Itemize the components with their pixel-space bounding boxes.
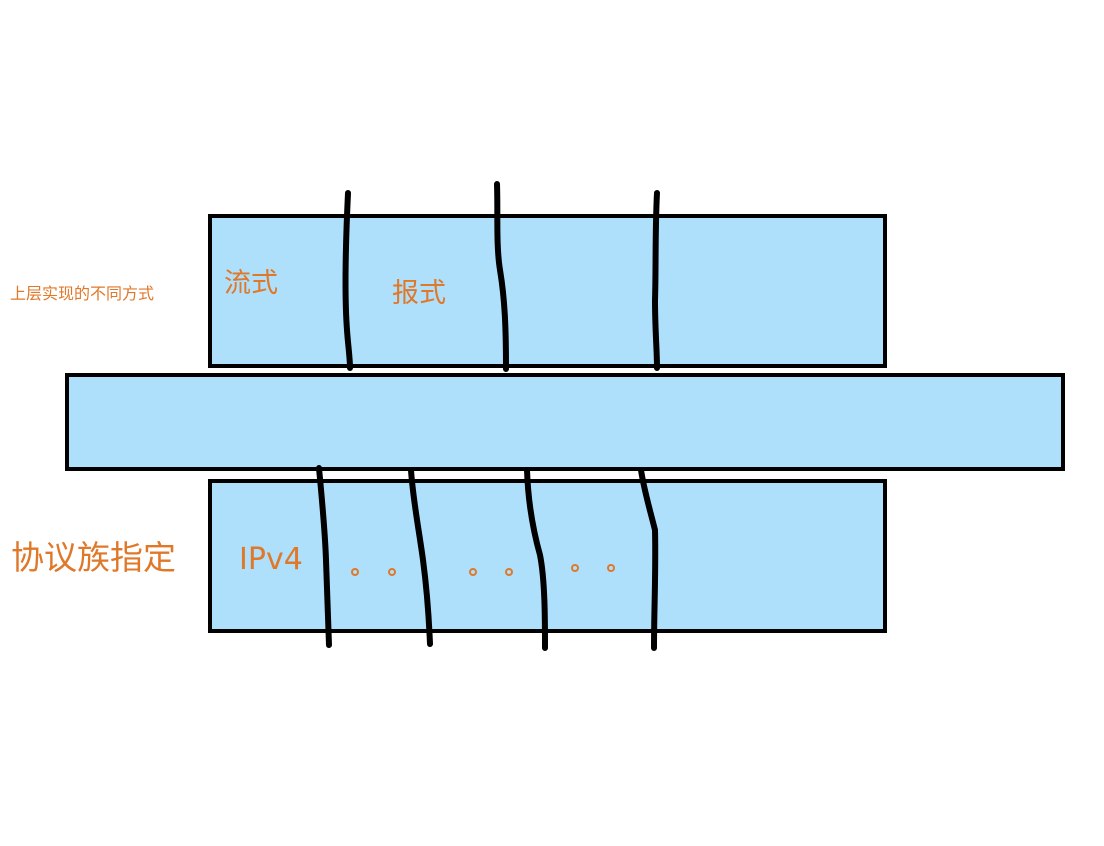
ellipsis-dot (505, 568, 513, 576)
ellipsis-dot (388, 568, 396, 576)
upper-divider-line (342, 190, 353, 371)
upper-divider-line (494, 181, 509, 372)
datagram-label: 报式 (392, 278, 446, 309)
ellipsis-dot (351, 568, 359, 576)
lower-divider-line (524, 467, 548, 651)
lower-divider-line (316, 465, 332, 648)
ellipsis-dot (571, 564, 579, 572)
middle-layer-box (65, 373, 1065, 471)
ellipsis-dot (469, 568, 477, 576)
upper-layer-box (208, 214, 887, 368)
stream-label: 流式 (224, 268, 278, 299)
ellipsis-dot (607, 564, 615, 572)
upper-side-label: 上层实现的不同方式 (10, 284, 154, 303)
lower-layer-box (208, 479, 887, 633)
ipv4-label: IPv4 (239, 542, 303, 577)
lower-divider-line (638, 467, 659, 651)
lower-side-label: 协议族指定 (11, 538, 176, 577)
upper-divider-line (652, 190, 660, 371)
lower-divider-line (408, 467, 433, 647)
